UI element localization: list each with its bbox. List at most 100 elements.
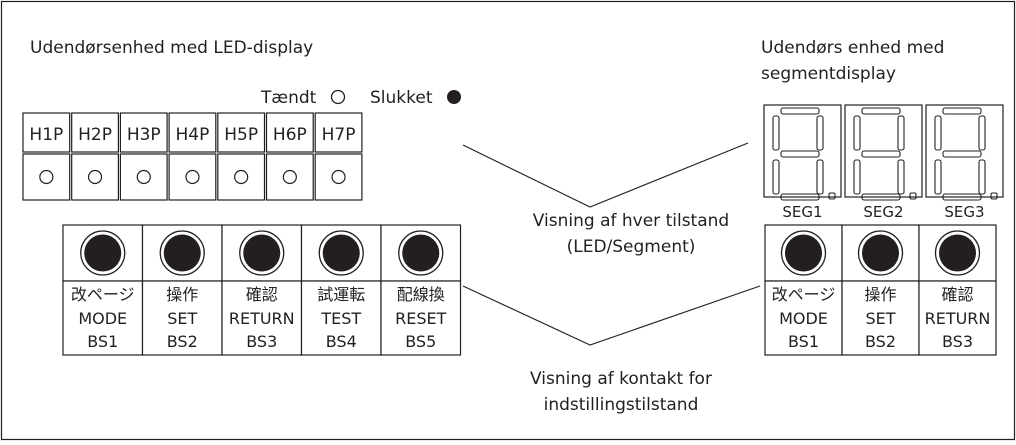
callout-lines: [462, 142, 761, 346]
led-cell-h2p: H2P: [71, 112, 119, 201]
segment-d: [780, 193, 820, 201]
legend-on-icon: [330, 89, 346, 105]
button-label-box: [62, 280, 144, 356]
led-label: H5P: [224, 125, 258, 145]
button-label-id: BS4: [326, 332, 357, 351]
button-label-id: BS1: [87, 332, 118, 351]
led-indicator-box: [119, 153, 168, 201]
segment-c: [816, 159, 824, 195]
led-label: H1P: [29, 125, 63, 145]
segment-e: [772, 159, 780, 195]
led-indicator-icon: [331, 169, 346, 185]
segment-label: SEG2: [863, 203, 903, 221]
button-label-id: BS2: [865, 332, 896, 351]
segment-display-seg3: SEG3: [925, 104, 1004, 221]
segment-dp: [909, 192, 917, 200]
segment-g: [861, 150, 901, 158]
led-indicator-icon: [87, 169, 103, 185]
push-button-icon[interactable]: [322, 234, 360, 272]
segment-b: [978, 115, 986, 151]
left-button-bs4[interactable]: 試運転 TEST BS4: [300, 224, 382, 356]
segment-g: [780, 150, 820, 158]
button-label-jp: 配線換: [397, 285, 445, 304]
button-label-en: SET: [865, 309, 895, 328]
button-label-id: BS1: [788, 332, 819, 351]
button-label-box: [221, 280, 303, 356]
led-indicator-icon: [185, 169, 200, 185]
button-label-jp: 確認: [246, 285, 278, 304]
led-cell-h5p: H5P: [217, 112, 266, 201]
switch-callout-line2: indstillingstilstand: [544, 395, 699, 415]
button-label-id: BS3: [246, 332, 277, 351]
button-label-box: [764, 280, 843, 356]
button-label-jp: 操作: [166, 285, 198, 304]
button-label-en: TEST: [320, 309, 361, 328]
led-cell-h1p: H1P: [22, 112, 71, 201]
led-label-box: [265, 112, 314, 153]
button-label-jp: 試運転: [317, 285, 365, 304]
led-label: H3P: [127, 125, 161, 145]
segment-d: [942, 193, 982, 201]
segment-a: [780, 107, 820, 115]
push-button-icon[interactable]: [84, 234, 122, 272]
segment-dp: [828, 192, 836, 200]
led-cell-h7p: H7P: [314, 112, 363, 201]
segment-g: [942, 150, 982, 158]
push-button-icon[interactable]: [862, 234, 899, 272]
button-label-en: RESET: [395, 309, 446, 328]
segment-a: [861, 107, 901, 115]
push-button-icon[interactable]: [163, 234, 201, 272]
led-indicator-box: [168, 153, 217, 201]
switch-callout-line: [462, 285, 761, 346]
segment-label: SEG1: [782, 203, 822, 221]
led-legend: Tændt Slukket: [260, 88, 461, 108]
led-label: H7P: [322, 125, 356, 145]
led-label-box: [71, 112, 119, 153]
segment-e: [934, 159, 942, 195]
led-indicator-icon: [234, 169, 249, 185]
button-label-en: RETURN: [925, 309, 991, 328]
switch-callout-line1: Visning af kontakt for: [530, 369, 712, 389]
segment-b: [897, 115, 905, 151]
left-button-panel: 改ページMODEBS1操作SETBS2確認RETURNBS3試運転TESTBS4…: [62, 224, 462, 356]
led-indicator-box: [22, 153, 71, 201]
led-indicator-icon: [136, 169, 151, 185]
button-label-id: BS3: [942, 332, 973, 351]
right-unit-title-line1: Udendørs enhed med: [761, 38, 944, 58]
segment-e: [853, 159, 861, 195]
button-label-jp: 確認: [941, 285, 973, 304]
push-button-icon[interactable]: [243, 234, 281, 272]
led-label-box: [314, 112, 363, 153]
led-cell-h4p: H4P: [168, 112, 217, 201]
button-label-box: [300, 280, 382, 356]
button-label-box: [380, 280, 462, 356]
segment-c: [897, 159, 905, 195]
display-callout-line: [462, 142, 749, 208]
button-label-en: MODE: [78, 309, 127, 328]
led-label-box: [119, 112, 168, 153]
button-label-box: [918, 280, 997, 356]
push-button-icon[interactable]: [402, 234, 440, 272]
segment-label: SEG3: [944, 203, 984, 221]
push-button-icon[interactable]: [785, 234, 822, 272]
legend-on-label: Tændt: [260, 88, 317, 108]
legend-off-icon: [447, 90, 461, 104]
led-indicator-box: [314, 153, 363, 201]
led-label: H6P: [273, 125, 307, 145]
right-button-bs3[interactable]: 確認 RETURN BS3: [918, 224, 997, 356]
segment-b: [816, 115, 824, 151]
led-label-box: [168, 112, 217, 153]
display-callout-line2: (LED/Segment): [567, 237, 696, 257]
segment-display-seg2: SEG2: [844, 104, 923, 221]
led-indicator-icon: [39, 169, 54, 185]
push-button-icon[interactable]: [939, 234, 976, 272]
